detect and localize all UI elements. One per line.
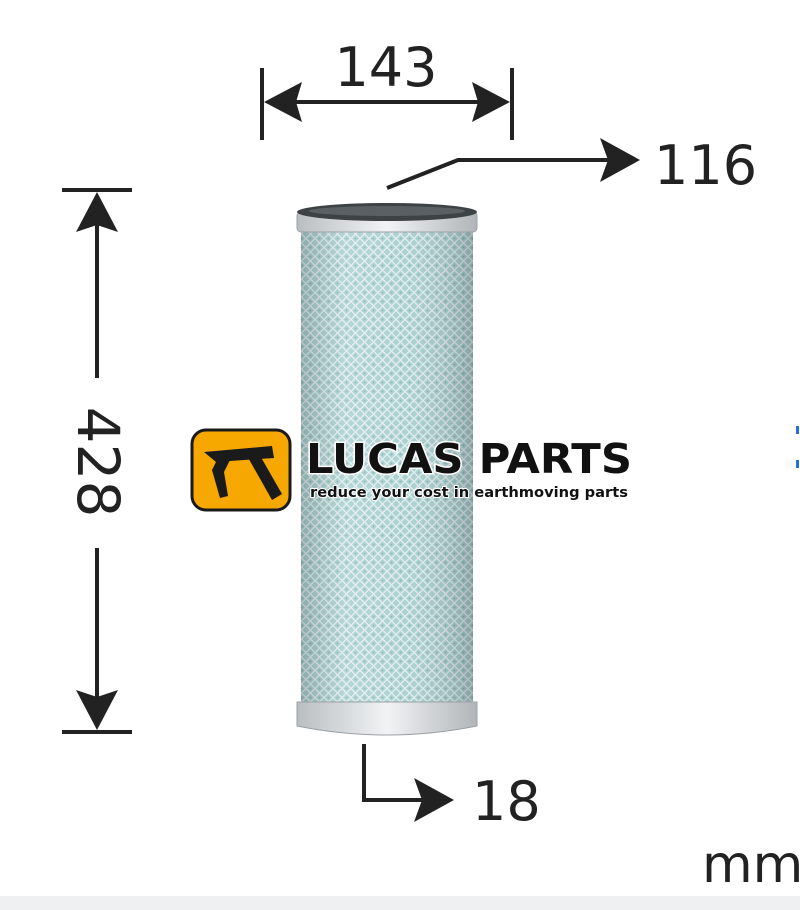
pickaxe-icon — [204, 446, 282, 500]
end-cap-leader — [362, 744, 454, 822]
inner-diameter-leader — [386, 138, 640, 190]
width-dimension — [260, 68, 514, 140]
edge-marks — [796, 426, 799, 468]
end-cap-value: 18 — [472, 770, 541, 833]
logo-brand: LUCAS PARTS — [306, 435, 632, 483]
lucas-parts-logo: LUCAS PARTS reduce your cost in earthmov… — [190, 428, 634, 512]
height-value: 428 — [64, 407, 132, 518]
filter-media-shading — [301, 228, 473, 706]
logo-tagline: reduce your cost in earthmoving parts — [310, 485, 628, 501]
height-dimension — [62, 188, 132, 734]
unit-label: mm — [702, 835, 800, 895]
inner-diameter-value: 116 — [654, 134, 757, 197]
bottom-strip — [0, 896, 800, 910]
width-value: 143 — [334, 36, 437, 99]
filter-bottom-cap — [296, 701, 478, 736]
air-filter-cartridge — [296, 203, 478, 736]
